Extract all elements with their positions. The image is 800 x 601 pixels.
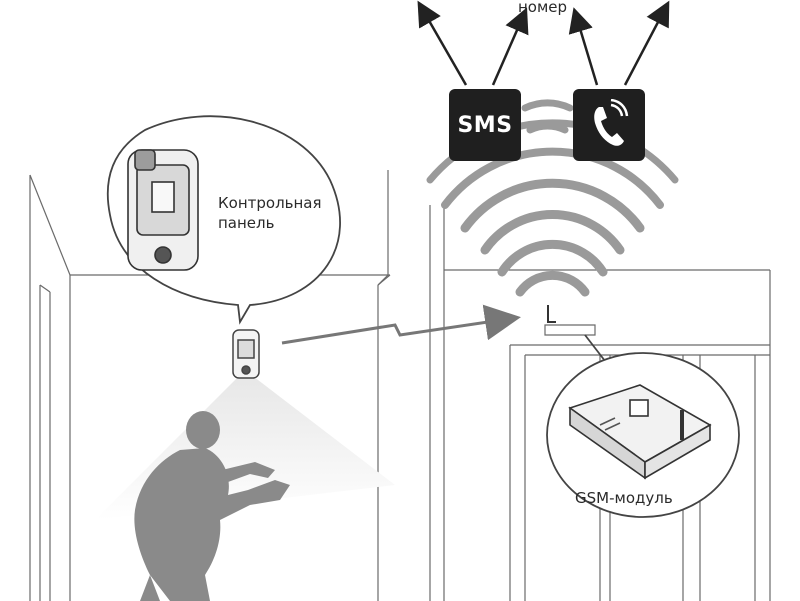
motion-sensor-icon bbox=[232, 329, 260, 379]
intruder-silhouette-icon bbox=[134, 411, 290, 601]
gsm-module-label: GSM-модуль bbox=[575, 489, 673, 507]
wireless-link-arrow bbox=[281, 304, 521, 345]
gsm-module-device bbox=[568, 384, 712, 480]
phone-number-label: номер bbox=[518, 0, 568, 16]
sms-badge: SMS bbox=[449, 89, 521, 161]
sms-label: SMS bbox=[457, 112, 513, 138]
gsm-module-callout bbox=[546, 334, 740, 518]
control-panel-callout bbox=[106, 115, 341, 325]
outgoing-arrows bbox=[417, 0, 670, 86]
antenna bbox=[547, 305, 556, 323]
left-room-walls bbox=[29, 170, 391, 601]
control-panel-label: Контрольная панель bbox=[218, 194, 322, 232]
phone-ringing-badge bbox=[573, 89, 645, 161]
control-panel-device bbox=[127, 149, 199, 271]
phone-ringing-icon bbox=[594, 99, 629, 146]
